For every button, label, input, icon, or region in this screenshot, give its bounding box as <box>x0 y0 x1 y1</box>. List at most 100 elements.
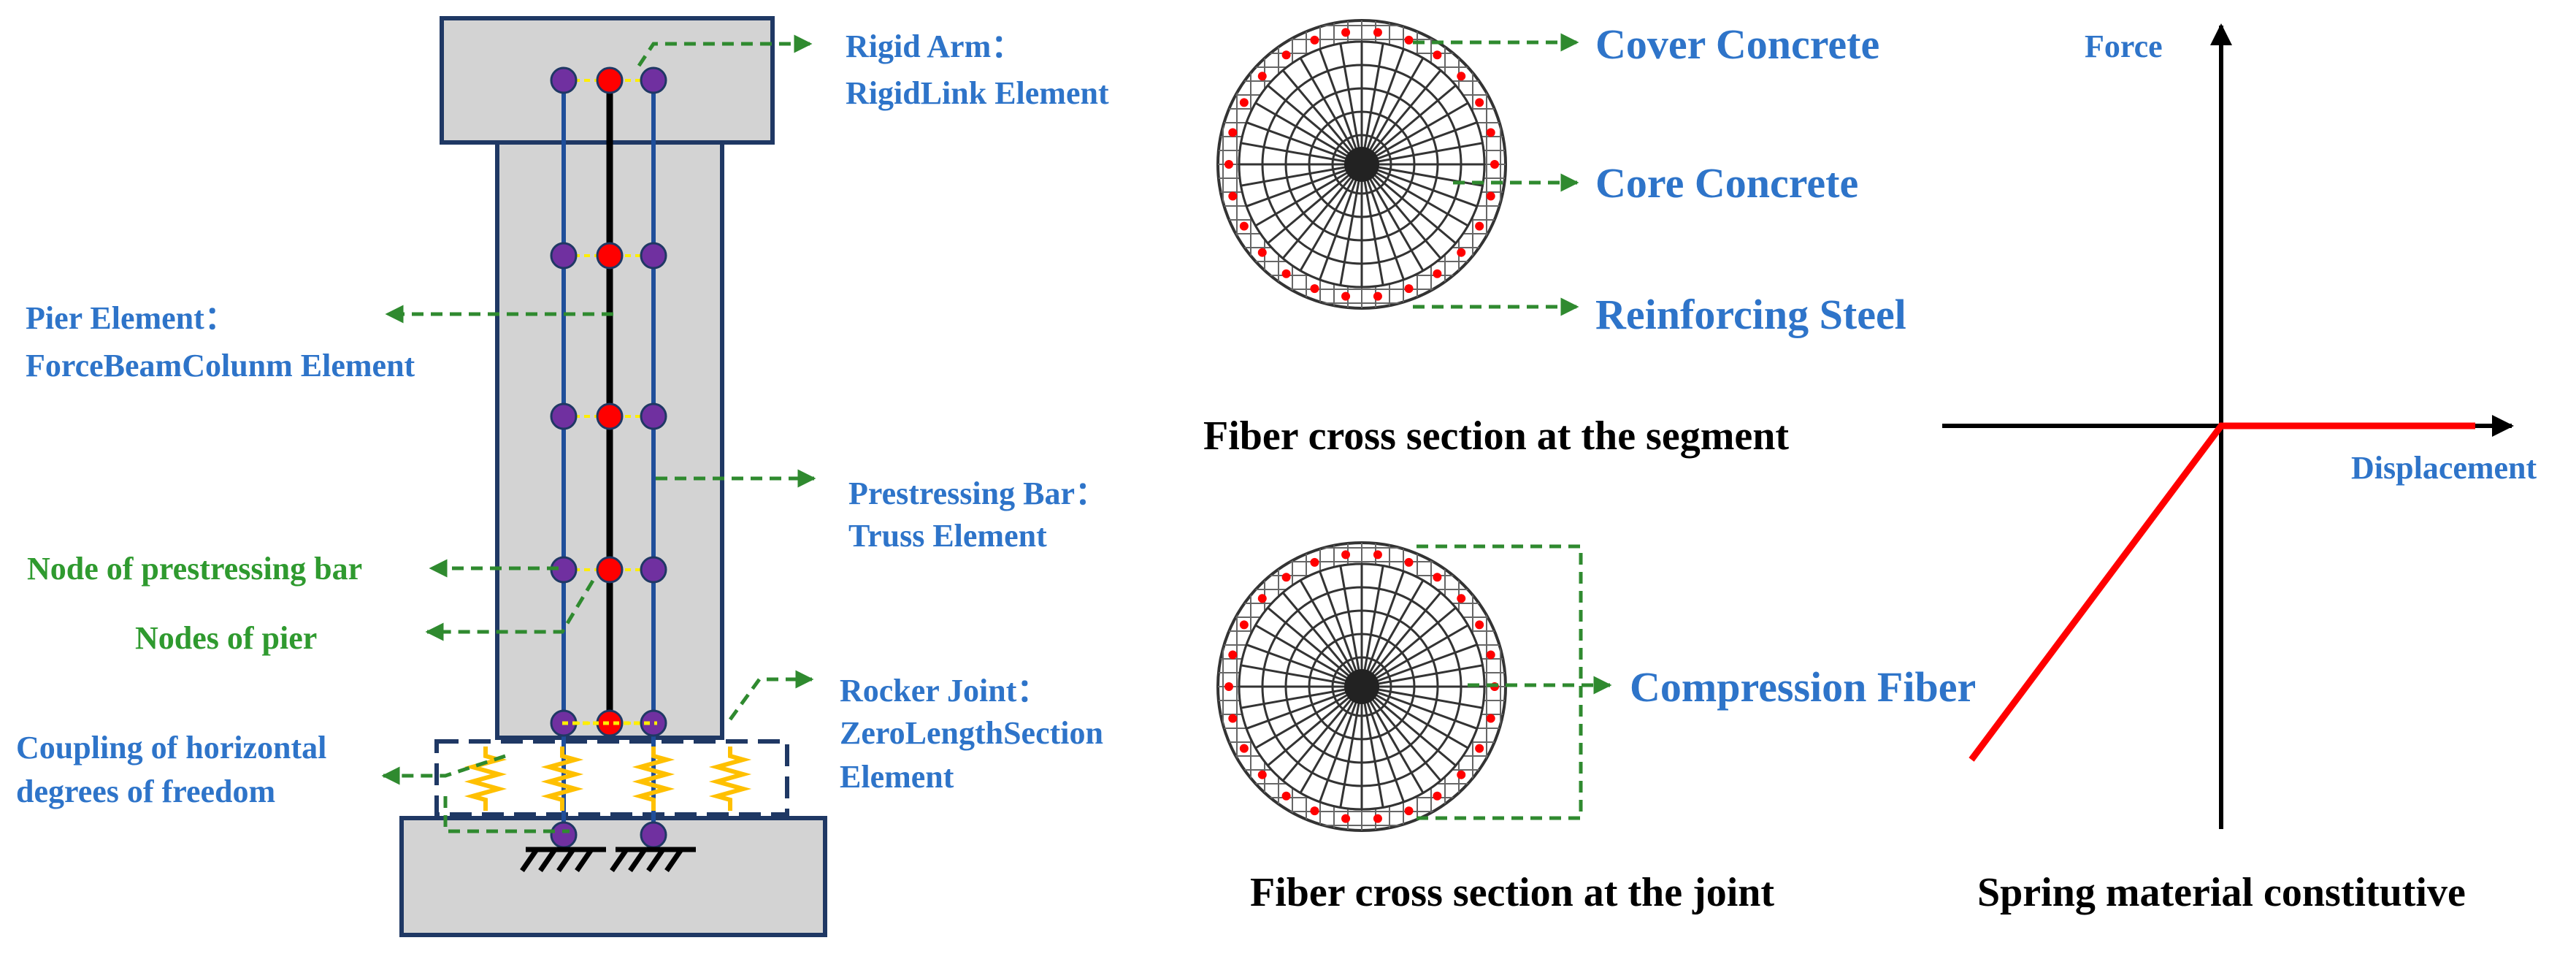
core-radial-line <box>1363 570 1405 681</box>
steel-fiber <box>1486 128 1495 137</box>
label-pier-element-1: Pier Element： <box>26 300 237 336</box>
steel-fiber <box>1486 650 1495 660</box>
foundation <box>399 816 827 937</box>
rocker-springs <box>464 747 752 811</box>
steel-fiber <box>1433 791 1442 801</box>
steel-fiber <box>1257 770 1267 779</box>
core-radial-line <box>1362 43 1384 158</box>
steel-fiber <box>1475 620 1484 630</box>
label-compression-fiber: Compression Fiber <box>1630 663 1976 711</box>
label-displacement: Displacement <box>2351 450 2537 486</box>
fiber-section-segment <box>1216 19 1507 310</box>
steel-fiber <box>1281 791 1291 801</box>
pier-structure <box>399 16 827 937</box>
steel-fiber <box>1404 806 1414 816</box>
steel-fiber <box>1281 269 1291 278</box>
steel-fiber <box>1257 72 1267 81</box>
base-node <box>550 821 578 849</box>
label-reinforcing-steel: Reinforcing Steel <box>1595 291 1906 338</box>
steel-fiber <box>1228 191 1238 201</box>
core-radial-line <box>1339 43 1362 158</box>
core-radial-line <box>1241 142 1355 164</box>
leader-nodes-pier <box>425 579 595 641</box>
label-rocker-joint-3: Element <box>840 759 954 795</box>
steel-fiber <box>1404 35 1414 45</box>
steel-fiber <box>1475 98 1484 107</box>
steel-fiber <box>1239 620 1249 630</box>
core-radial-line <box>1364 57 1425 159</box>
core-radial-line <box>1246 688 1356 730</box>
steel-fiber <box>1404 284 1414 294</box>
steel-fiber <box>1341 814 1351 823</box>
steel-fiber <box>1486 191 1495 201</box>
core-radial-line <box>1363 48 1405 159</box>
label-cover-concrete: Cover Concrete <box>1595 20 1879 68</box>
steel-fiber <box>1224 682 1233 691</box>
pier-labels: Rigid Arm： RigidLink Element Pier Elemen… <box>16 28 1109 809</box>
bar-node <box>640 66 667 94</box>
pier-node <box>596 242 624 270</box>
spring <box>464 747 507 811</box>
core-radial-line <box>1368 166 1478 207</box>
core-radial-line <box>1281 691 1358 782</box>
label-prestressing-bar-1: Prestressing Bar： <box>848 476 1107 511</box>
steel-fiber <box>1310 284 1319 294</box>
bar-node <box>550 66 578 94</box>
leader-rigid-arm <box>637 34 813 67</box>
label-rocker-joint-2: ZeroLengthSection <box>840 715 1103 751</box>
caption-spring: Spring material constitutive <box>1977 870 2466 915</box>
steel-fiber <box>1475 221 1484 231</box>
constitutive-curve <box>1969 422 2475 762</box>
core-radial-line <box>1364 579 1425 682</box>
leader-coupling <box>381 754 506 785</box>
label-rocker-joint-1: Rocker Joint： <box>840 673 1049 709</box>
steel-fiber <box>1475 744 1484 753</box>
label-nodes-of-pier: Nodes of pier <box>135 620 317 656</box>
core-radial-line <box>1299 57 1360 159</box>
core-radial-line <box>1366 168 1457 245</box>
steel-fiber <box>1457 248 1466 257</box>
bar-node <box>550 402 578 430</box>
label-node-prestressing-bar: Node of prestressing bar <box>27 551 362 587</box>
steel-fiber <box>1257 594 1267 603</box>
bar-node <box>640 402 667 430</box>
section-center <box>1344 669 1379 704</box>
core-radial-line <box>1267 606 1357 683</box>
core-radial-line <box>1254 689 1357 749</box>
core-radial-line <box>1366 84 1457 161</box>
steel-fiber <box>1257 248 1267 257</box>
spring-chart: Force Displacement Spring material const… <box>1942 23 2537 915</box>
core-radial-line <box>1246 121 1356 163</box>
caption-segment: Fiber cross section at the segment <box>1203 413 1789 459</box>
bar-node <box>640 556 667 584</box>
core-radial-line <box>1366 690 1457 767</box>
steel-fiber <box>1457 72 1466 81</box>
core-radial-line <box>1319 692 1360 803</box>
spring <box>540 747 584 811</box>
core-radial-line <box>1299 692 1360 794</box>
steel-fiber <box>1341 28 1351 37</box>
label-coupling-2: degrees of freedom <box>16 774 275 809</box>
core-radial-line <box>1319 48 1360 159</box>
steel-fiber <box>1433 50 1442 60</box>
core-radial-line <box>1267 690 1357 767</box>
core-radial-line <box>1241 687 1355 709</box>
leader-lines <box>381 34 816 833</box>
steel-fiber <box>1310 806 1319 816</box>
steel-fiber <box>1224 160 1233 169</box>
core-radial-line <box>1367 102 1469 162</box>
core-radial-line <box>1368 664 1483 687</box>
steel-fiber <box>1373 28 1382 37</box>
spring <box>708 747 752 811</box>
core-radial-line <box>1368 142 1483 164</box>
steel-fiber <box>1239 98 1249 107</box>
core-radial-line <box>1364 169 1425 272</box>
core-radial-line <box>1254 167 1357 227</box>
core-radial-line <box>1339 171 1362 286</box>
label-pier-element-2: ForceBeamColunm Element <box>26 348 415 383</box>
fiber-section-joint <box>1216 541 1507 832</box>
core-radial-line <box>1299 169 1360 272</box>
core-radial-line <box>1241 664 1355 687</box>
caption-joint: Fiber cross section at the joint <box>1250 870 1774 915</box>
